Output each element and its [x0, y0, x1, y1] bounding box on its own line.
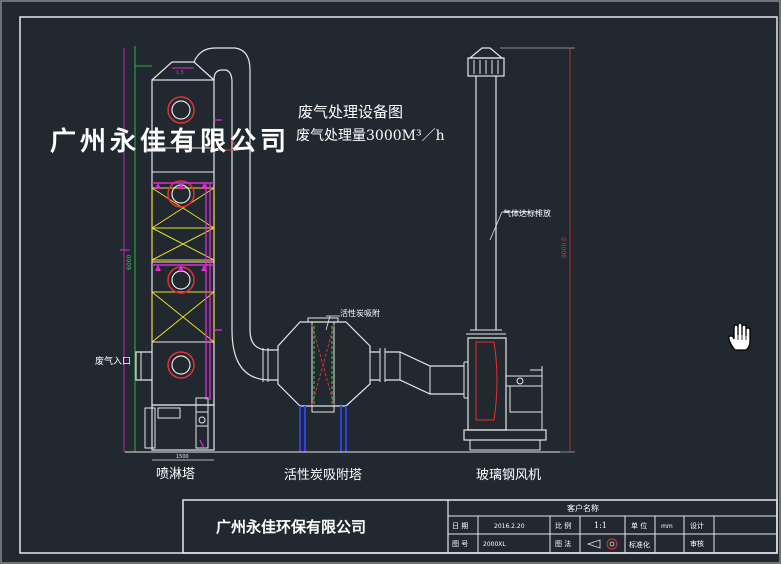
hand-cursor-icon — [728, 322, 751, 351]
spray-tower — [120, 46, 271, 461]
date-value: 2016.2.20 — [494, 523, 525, 530]
company-overlay: 广州永佳有限公司 — [50, 127, 290, 157]
standard-label: 标准化 — [629, 540, 650, 549]
drawing-no-value: 2000XL — [483, 541, 506, 548]
view-port — [167, 96, 195, 124]
exhaust-note-label: 气体达标排放 — [503, 208, 551, 218]
client-name-label: 客户名称 — [567, 503, 599, 513]
dim-stack-label: 8000.0 — [561, 237, 568, 258]
carbon-tower-label: 活性炭吸附塔 — [284, 468, 362, 483]
drawing-no-label: 图 号 — [452, 540, 468, 548]
fan-and-stack — [463, 47, 575, 453]
dim-bottom-label: 1500 — [176, 454, 189, 460]
carbon-adsorption-tower — [262, 315, 386, 452]
fan-label: 玻璃钢风机 — [476, 468, 541, 483]
outlet-duct — [385, 351, 464, 395]
scale-value: 1:1 — [594, 521, 607, 530]
dim-height-label: 6000 — [126, 255, 133, 270]
title-block — [182, 499, 778, 554]
inner-frame — [19, 16, 778, 554]
view-port — [167, 351, 195, 379]
date-label: 日 期 — [452, 522, 468, 530]
review-label: 审核 — [690, 539, 704, 548]
title-block-company: 广州永佳环保有限公司 — [216, 518, 366, 536]
carbon-note-label: 活性炭吸附 — [340, 308, 380, 318]
drawing-title: 废气处理设备图 — [298, 103, 403, 121]
dim-top-label: 1.5 — [176, 70, 184, 76]
spray-tower-label: 喷淋塔 — [156, 467, 195, 482]
projection-symbol-icon — [586, 538, 618, 550]
scale-label: 比 例 — [555, 521, 571, 530]
unit-value: mm — [661, 523, 673, 530]
drawing-subtitle: 废气处理量3000M³／h — [296, 128, 445, 144]
gas-inlet-label: 废气入口 — [95, 355, 131, 367]
view-label: 图 法 — [555, 539, 571, 548]
design-label: 设计 — [690, 521, 704, 530]
unit-label: 单 位 — [631, 521, 647, 530]
